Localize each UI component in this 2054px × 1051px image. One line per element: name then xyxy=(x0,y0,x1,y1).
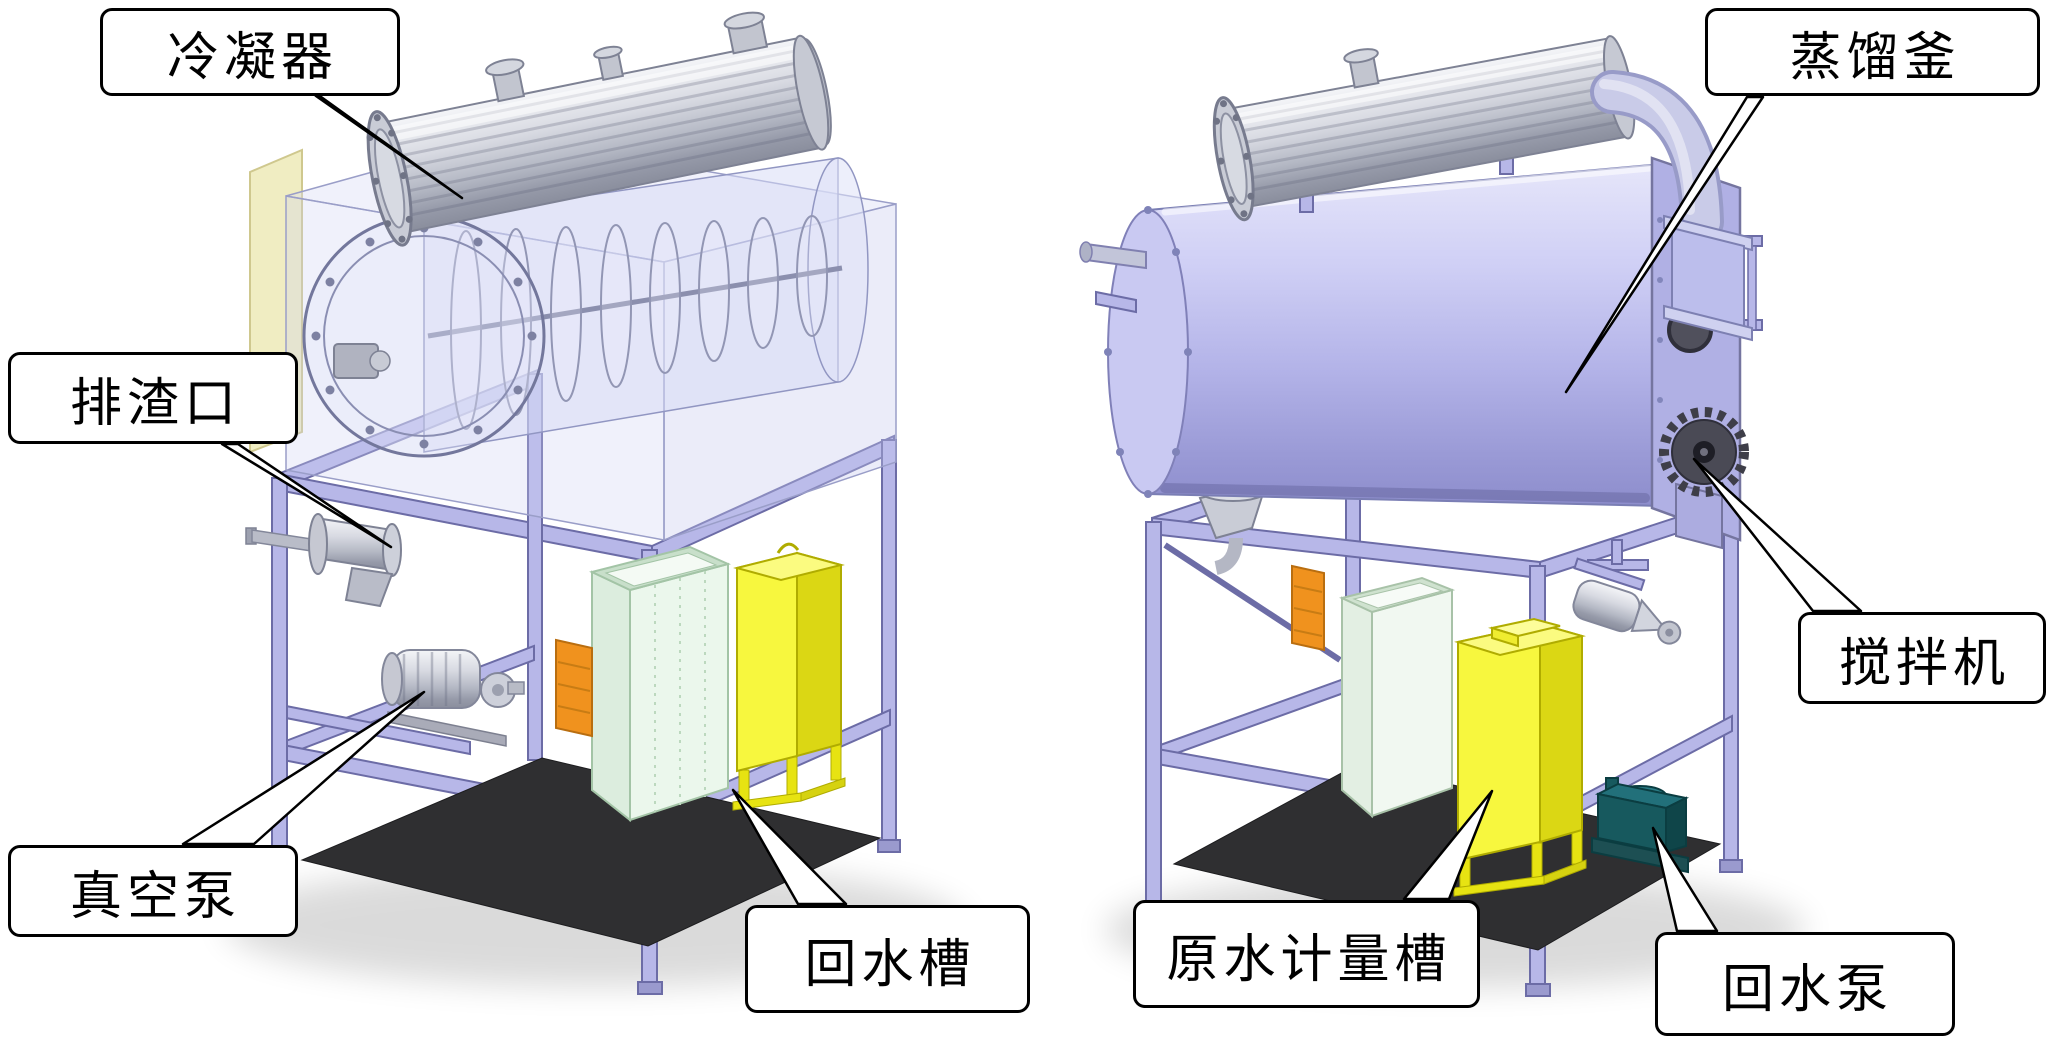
callout-distillation-kettle-label: 蒸馏釜 xyxy=(1789,28,1961,87)
vapor-duct-3d xyxy=(1590,70,1753,342)
left-yellow-tank-3d xyxy=(732,542,846,811)
callout-return-water-tank: 回水槽 xyxy=(745,905,1030,1013)
raw-water-metering-tank-3d xyxy=(1453,617,1587,897)
right-machine-illustration xyxy=(1079,35,1805,997)
leader-vacuum-pump xyxy=(181,690,426,846)
callout-condenser-label: 冷凝器 xyxy=(166,28,338,87)
callout-slag-discharge-port: 排渣口 xyxy=(8,352,298,444)
condensate-pump-3d xyxy=(1572,539,1682,645)
callout-condenser: 冷凝器 xyxy=(100,8,400,96)
leader-slag-discharge-port xyxy=(220,442,393,549)
callout-agitator: 搅拌机 xyxy=(1798,612,2046,704)
leader-agitator xyxy=(1692,457,1863,613)
callout-return-water-tank-label: 回水槽 xyxy=(804,935,976,994)
screw-conveyor xyxy=(450,215,828,430)
condenser-3d-left xyxy=(366,11,832,247)
right-orange-unit xyxy=(1291,564,1325,652)
left-machine-illustration xyxy=(225,11,965,995)
leader-lines xyxy=(181,82,1863,933)
callout-agitator-label: 搅拌机 xyxy=(1838,634,2010,693)
leader-return-water-tank xyxy=(731,788,848,906)
callout-return-water-pump-label: 回水泵 xyxy=(1721,960,1893,1019)
callout-distillation-kettle: 蒸馏釜 xyxy=(1705,8,2040,96)
callout-vacuum-pump-label: 真空泵 xyxy=(69,867,241,926)
callout-raw-water-metering-tank-label: 原水计量槽 xyxy=(1166,930,1452,989)
leader-return-water-pump xyxy=(1651,826,1719,933)
callout-slag-discharge-port-label: 排渣口 xyxy=(69,374,241,433)
right-white-tank-3d xyxy=(1339,576,1456,819)
leader-distillation-kettle xyxy=(1564,95,1765,394)
callout-vacuum-pump: 真空泵 xyxy=(8,845,298,937)
left-orange-unit xyxy=(555,638,593,738)
agitator-gear-3d xyxy=(1659,407,1749,550)
distillation-kettle-3d xyxy=(1079,156,1763,550)
callout-raw-water-metering-tank: 原水计量槽 xyxy=(1133,900,1480,1008)
screw-shaft xyxy=(427,265,843,339)
kettle-cylinder-transparent xyxy=(302,157,869,458)
slag-discharge-port-3d xyxy=(245,513,402,608)
leader-raw-water-metering-tank xyxy=(1402,789,1494,901)
condenser-3d-right xyxy=(1212,35,1636,222)
callout-return-water-pump: 回水泵 xyxy=(1655,932,1955,1036)
front-flange xyxy=(302,214,546,458)
return-water-tank-3d xyxy=(589,545,731,823)
vacuum-pump-3d xyxy=(381,649,525,747)
flange-bolts xyxy=(311,223,537,449)
